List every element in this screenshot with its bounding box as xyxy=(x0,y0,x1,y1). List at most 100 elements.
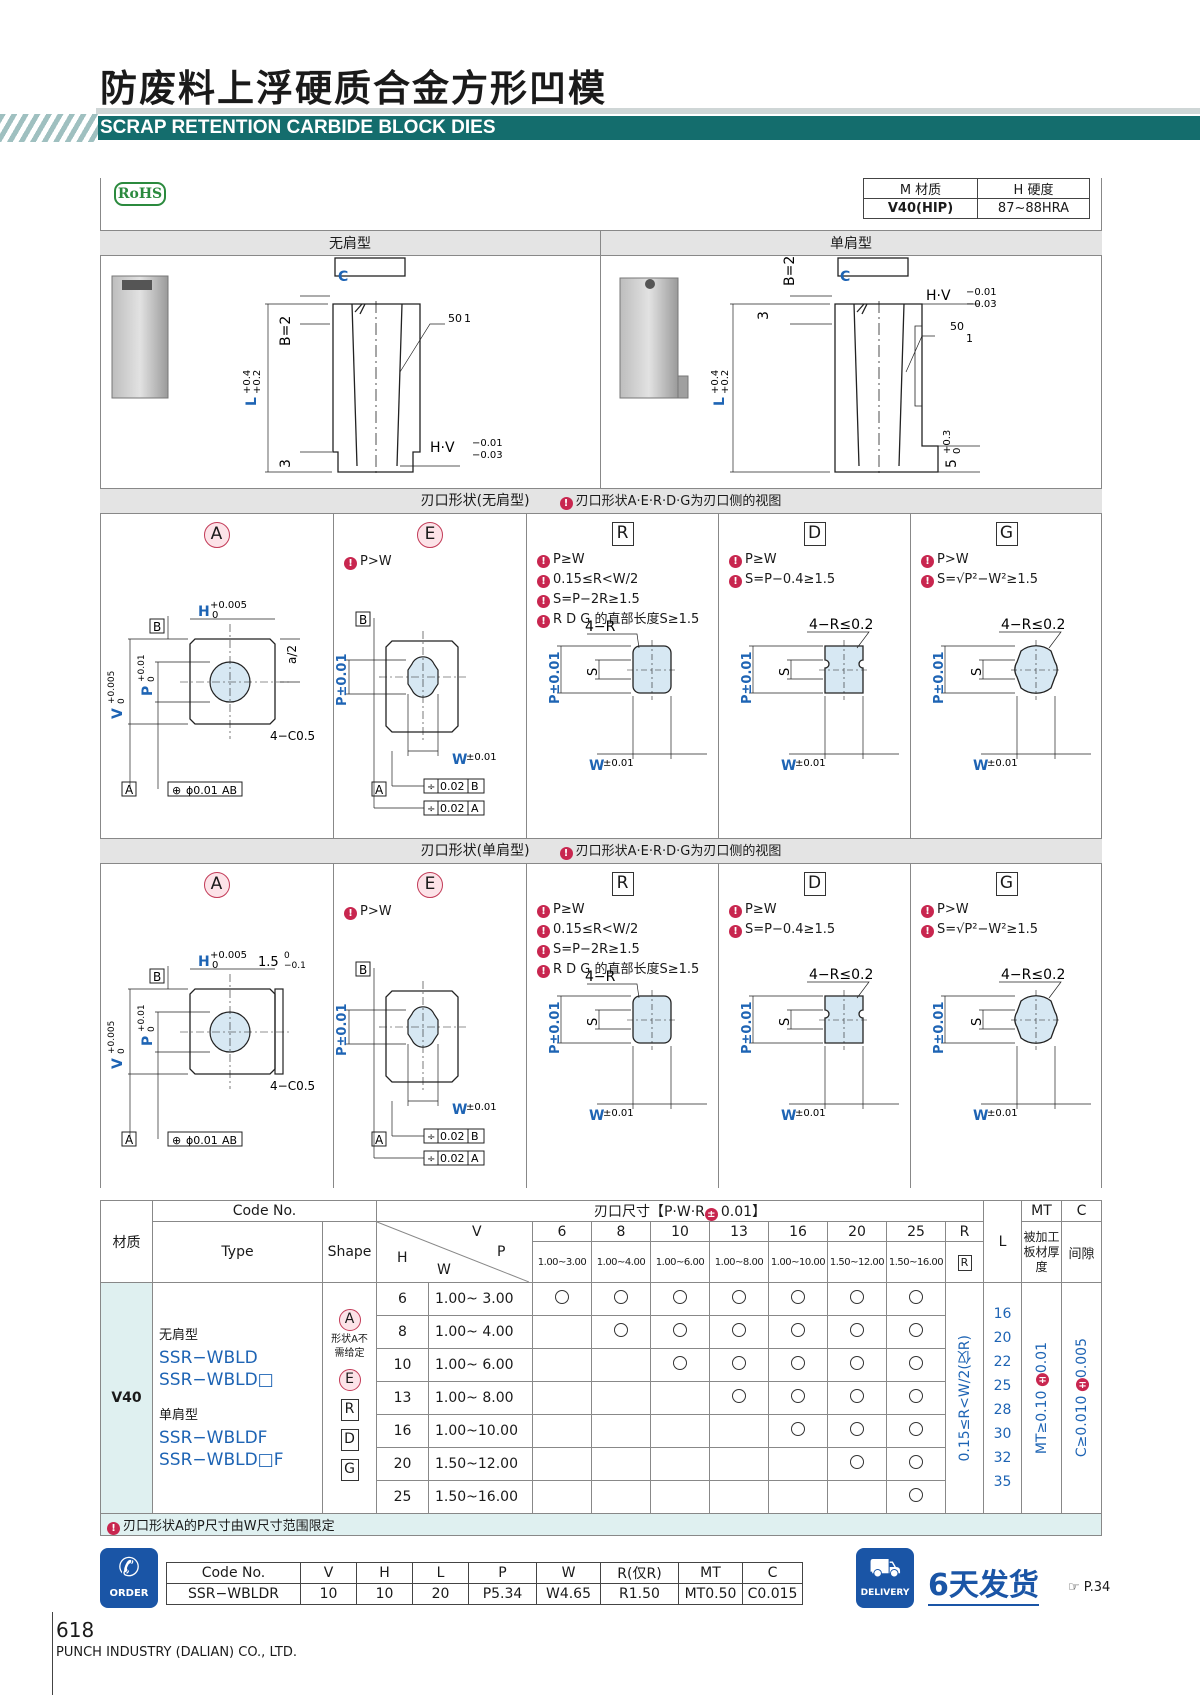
available-icon xyxy=(614,1323,628,1337)
page-reference[interactable]: ☞ P.34 xyxy=(1068,1580,1110,1595)
availability-cell xyxy=(709,1480,769,1514)
drawing-single-shoulder-labels: C B=2 L +0.4 +0.2 3 H·V −0.01 −0.03 50 1… xyxy=(710,256,997,468)
spec-p-col: 20 xyxy=(827,1220,887,1243)
l-value: 32 xyxy=(993,1450,1012,1466)
l-value: 25 xyxy=(993,1378,1012,1394)
dim-fifty: 50 xyxy=(448,312,462,325)
warning-icon: ! xyxy=(921,905,934,918)
spec-w-value: 1.00~ 4.00 xyxy=(428,1315,533,1349)
shape-label-D: D xyxy=(340,1429,359,1451)
shape-drawing-A: B A ⊕ ϕ0.01 AB H +0.005 0 a/2 4−C0.5 V +… xyxy=(107,600,315,797)
dim-h-lower: 0 xyxy=(212,610,218,621)
type-name: 单肩型 xyxy=(159,1408,199,1423)
availability-cell xyxy=(886,1381,946,1415)
shape-drawing-A: B A ⊕ ϕ0.01 AB H +0.005 0 1.5 0 −0.1 4−C… xyxy=(107,950,315,1147)
warning-icon: ! xyxy=(537,555,550,568)
code-no: SSR−WBLDF xyxy=(159,1428,268,1448)
shape-note: !S=P−0.4≥1.5 xyxy=(729,570,910,590)
drawing-single-shoulder xyxy=(730,257,980,476)
delivery-label: DELIVERY xyxy=(860,1588,910,1598)
spec-w-range: 1.00~8.00 xyxy=(709,1241,769,1283)
availability-cell xyxy=(650,1381,710,1415)
drawing-no-shoulder-labels: C B=2 L +0.4 +0.2 3 H·V −0.01 −0.03 50 1 xyxy=(242,269,503,468)
availability-cell xyxy=(591,1315,651,1349)
spec-h-mt-sub: 被加工板材厚度 xyxy=(1021,1221,1062,1283)
datum-a: A xyxy=(375,783,384,797)
availability-cell xyxy=(532,1381,592,1415)
availability-cell xyxy=(532,1315,592,1349)
datum-a: A xyxy=(125,783,134,797)
spec-w-range: 1.00~10.00 xyxy=(768,1241,828,1283)
shape-drawing-G: 4−R≤0.2 P±0.01 S W ±0.01 xyxy=(932,617,1091,774)
shape-label-R: R xyxy=(611,872,634,896)
spec-material: V40 xyxy=(100,1282,153,1514)
warning-icon: ! xyxy=(559,847,573,860)
dim-v: V xyxy=(110,1058,126,1069)
dim-v-lower: 0 xyxy=(117,1048,127,1054)
dim-p-lower: 0 xyxy=(147,1026,157,1032)
spec-w-range: 1.00~3.00 xyxy=(532,1241,592,1283)
block-drawings: C B=2 L +0.4 +0.2 3 H·V −0.01 −0.03 50 1… xyxy=(111,256,997,476)
warning-icon: ! xyxy=(729,555,742,568)
shape-note-text: S=P−0.4≥1.5 xyxy=(745,572,836,587)
shape-note-text: S=√P²−W²≥1.5 xyxy=(937,572,1039,587)
dim-l-lower: +0.2 xyxy=(720,370,731,394)
shape-panel-D: D!P≥W!S=P−0.4≥1.5 4−R≤0.2 P±0.01 S W ±0.… xyxy=(719,864,911,1188)
dim-w: W xyxy=(973,1108,988,1124)
table-row: V40 无肩型 SSR−WBLD SSR−WBLD□ 单肩型 SSR−WBLDF… xyxy=(100,1282,1102,1514)
warning-icon: ! xyxy=(537,965,550,978)
order-header: L xyxy=(412,1562,469,1584)
availability-cell xyxy=(591,1480,651,1514)
dim-p-upper: +0.01 xyxy=(137,654,147,682)
dim-v-upper: +0.005 xyxy=(107,671,117,704)
available-icon xyxy=(614,1290,628,1304)
availability-cell xyxy=(886,1447,946,1481)
shape-note-text: S=P−2R≥1.5 xyxy=(553,942,640,957)
warning-icon: ! xyxy=(729,905,742,918)
shape-drawing-E: B A P±0.01 W ±0.01 ÷ 0.02 B ÷ 0.02 A xyxy=(335,611,497,816)
warning-icon: ! xyxy=(537,595,550,608)
shape-note-text: R D G 的直部长度S≥1.5 xyxy=(553,612,700,627)
spec-h-h: H xyxy=(397,1250,408,1266)
spec-p-col: 25 xyxy=(886,1220,946,1243)
shape-panel-R: R!P≥W!0.15≤R<W/2!S=P−2R≥1.5!R D G 的直部长度S… xyxy=(527,864,719,1188)
shape-section-note: 刃口形状A·E·R·D·G为刃口侧的视图 xyxy=(575,494,782,509)
page-number: 618 xyxy=(56,1618,95,1642)
dim-l-lower: +0.2 xyxy=(252,370,263,394)
content-frame xyxy=(100,178,1102,1188)
shape-note-text: P≥W xyxy=(553,552,585,567)
phone-icon: ✆ xyxy=(118,1553,140,1583)
spec-w-value: 1.00~10.00 xyxy=(428,1414,533,1448)
l-value: 35 xyxy=(993,1474,1012,1490)
spec-h-vhpw: V P H W xyxy=(376,1221,533,1283)
warning-icon: ! xyxy=(537,615,550,628)
dim-p: P±0.01 xyxy=(740,1002,755,1055)
availability-cell xyxy=(827,1480,887,1514)
tol-phi: ϕ0.01 xyxy=(186,1134,218,1147)
availability-cell xyxy=(709,1282,769,1316)
pointing-hand-icon: ☞ xyxy=(1068,1580,1084,1595)
type-name: 无肩型 xyxy=(159,1328,199,1343)
order-header: Code No. xyxy=(166,1562,301,1584)
spec-h-value: 13 xyxy=(376,1381,429,1415)
available-icon xyxy=(850,1455,864,1469)
spec-h-shape: Shape xyxy=(322,1221,377,1283)
dim-p: P xyxy=(140,1036,156,1046)
dim-w-tol: ±0.01 xyxy=(603,1108,634,1119)
dim-one: 1 xyxy=(966,332,973,345)
shape-drawing-G: 4−R≤0.2 P±0.01 S W ±0.01 xyxy=(932,967,1091,1124)
order-value: P5.34 xyxy=(468,1583,537,1605)
datum-b: B xyxy=(359,613,367,627)
code-no: SSR−WBLD□ xyxy=(159,1370,274,1390)
availability-cell xyxy=(886,1282,946,1316)
spec-h-code: Code No. xyxy=(152,1200,377,1222)
available-icon xyxy=(732,1323,746,1337)
order-value: SSR−WBLDR xyxy=(166,1583,301,1605)
dim-p: P±0.01 xyxy=(335,1004,350,1057)
availability-cell xyxy=(650,1480,710,1514)
type-single-shoulder: 单肩型 xyxy=(830,236,872,252)
shape-note-text: P≥W xyxy=(745,552,777,567)
diagonal-header xyxy=(377,1222,529,1282)
order-header: V xyxy=(300,1562,357,1584)
